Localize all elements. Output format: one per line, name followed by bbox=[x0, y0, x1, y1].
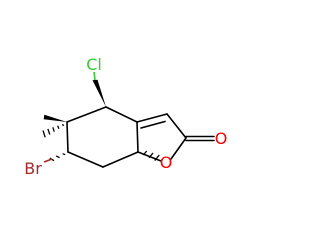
bond-c7-c7a bbox=[102, 151, 139, 168]
wedge-bond-c4-cl bbox=[92, 79, 106, 107]
molecule-canvas: Cl Br O O bbox=[24, 55, 228, 178]
atom-o-carbonyl: O bbox=[215, 129, 228, 148]
hashed-bond-c5-methyl-lower bbox=[42, 123, 64, 138]
atom-br: Br bbox=[24, 159, 42, 178]
bond-c7a-c3a bbox=[136, 121, 139, 153]
bond-c5-c6 bbox=[66, 121, 69, 153]
carbon-skeleton bbox=[66, 106, 215, 168]
bond-o-ring-c2 bbox=[170, 137, 187, 160]
bond-c3a-c4 bbox=[105, 106, 138, 123]
bond-c4-cl-upper bbox=[93, 71, 96, 81]
double-bond-c3a-c3-inner bbox=[140, 120, 166, 129]
bond-c3-c2 bbox=[166, 113, 187, 139]
bond-c4-c5 bbox=[66, 106, 107, 123]
bond-c6-c7 bbox=[67, 151, 104, 168]
atom-o-ring: O bbox=[160, 153, 173, 172]
bond-c6-br-segment bbox=[43, 158, 53, 163]
wedge-bond-c5-methyl-upper bbox=[43, 114, 67, 122]
atom-cl: Cl bbox=[86, 55, 102, 74]
molecule-structure: Cl Br O O bbox=[24, 55, 228, 178]
bond-c7a-o-ring bbox=[137, 151, 162, 162]
bond-c3a-c3 bbox=[136, 113, 168, 123]
